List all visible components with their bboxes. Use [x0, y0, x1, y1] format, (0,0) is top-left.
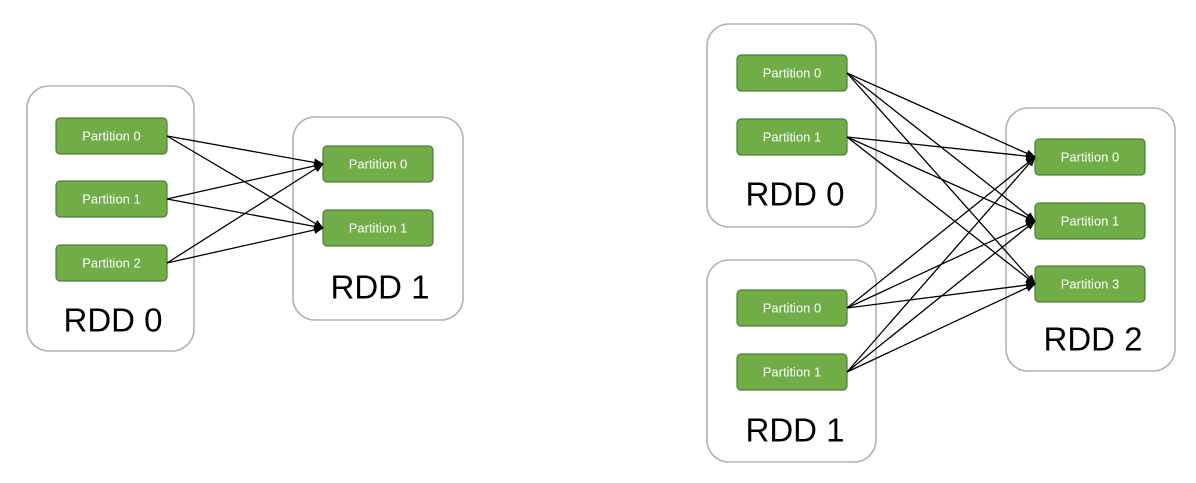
left-rdd1-partition-1-label: Partition 1	[349, 221, 408, 236]
edge-r0p1-to-p3	[846, 136, 1036, 285]
edge-r1p1-to-p3	[846, 283, 1036, 373]
right-rdd1-label: RDD 1	[745, 412, 844, 449]
edge-l-p2-to-p1	[166, 226, 324, 264]
left-diagram: Partition 0 Partition 1 Partition 2 RDD …	[26, 85, 464, 352]
right-rdd2-partition-3-label: Partition 3	[1061, 277, 1120, 292]
right-rdd1-container: Partition 0 Partition 1 RDD 1	[706, 259, 877, 463]
left-rdd0-partition-2-label: Partition 2	[82, 256, 141, 271]
left-rdd0-container: Partition 0 Partition 1 Partition 2 RDD …	[26, 85, 195, 352]
right-rdd0-container: Partition 0 Partition 1 RDD 0	[706, 23, 877, 228]
edge-r1p0-to-p0	[846, 156, 1036, 309]
right-diagram: Partition 0 Partition 1 RDD 0 Partition …	[706, 23, 1176, 463]
left-edges	[166, 135, 324, 264]
edge-r1p1-to-p1	[846, 220, 1036, 373]
edge-r0p1-to-p1	[846, 136, 1036, 222]
edge-l-p2-to-p0	[166, 163, 324, 264]
right-rdd2-container: Partition 0 Partition 1 Partition 3 RDD …	[1005, 107, 1176, 372]
right-rdd1-partition-1-label: Partition 1	[763, 365, 822, 380]
left-rdd0-label: RDD 0	[63, 302, 162, 339]
right-rdd0-partition-0-label: Partition 0	[763, 66, 822, 81]
edge-l-p0-to-p0	[166, 135, 324, 167]
edge-r0p1-to-p0	[846, 136, 1036, 161]
left-rdd0-partition-1-label: Partition 1	[82, 192, 141, 207]
right-rdd0-label: RDD 0	[745, 176, 844, 213]
edge-l-p1-to-p0	[166, 162, 324, 200]
edge-r1p1-to-p0	[846, 156, 1036, 373]
right-rdd2-label: RDD 2	[1043, 321, 1142, 358]
edge-r0p0-to-p0	[846, 72, 1036, 158]
left-rdd1-label: RDD 1	[330, 269, 429, 306]
right-rdd1-partition-0-label: Partition 0	[763, 301, 822, 316]
left-rdd0-partition-0-label: Partition 0	[82, 129, 141, 144]
left-rdd1-container: Partition 0 Partition 1 RDD 1	[292, 116, 464, 321]
right-rdd2-partition-0-label: Partition 0	[1061, 150, 1120, 165]
left-rdd1-partition-0-label: Partition 0	[349, 157, 408, 172]
right-rdd0-partition-1-label: Partition 1	[763, 130, 822, 145]
right-edges	[846, 72, 1036, 373]
right-rdd2-partition-1-label: Partition 1	[1061, 214, 1120, 229]
